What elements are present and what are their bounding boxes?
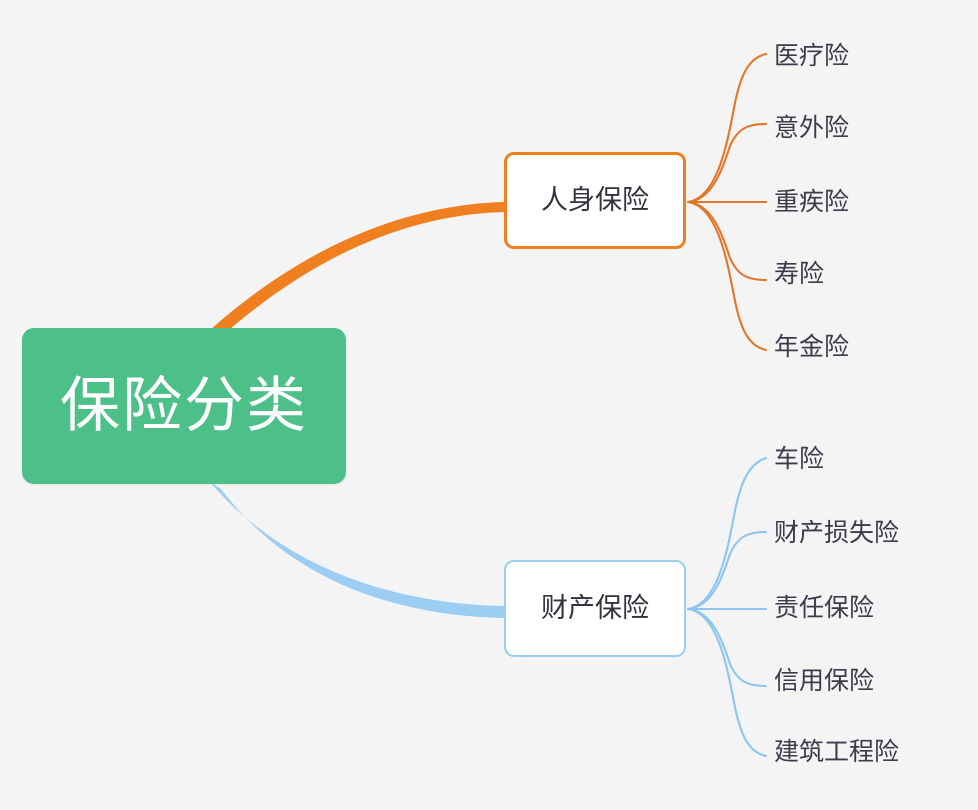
leaf-property-2[interactable]: 财产损失险 [774,519,900,547]
leaf-property-5[interactable]: 建筑工程险 [774,738,900,766]
branch-node-property-insurance[interactable]: 财产保险 [504,560,686,657]
leaf-property-4[interactable]: 信用保险 [774,667,875,695]
leaf-personal-4[interactable]: 寿险 [774,260,825,288]
leaf-property-3[interactable]: 责任保险 [774,594,875,622]
leaf-personal-1[interactable]: 医疗险 [774,42,850,70]
root-node[interactable]: 保险分类 [22,328,346,484]
leaf-personal-2[interactable]: 意外险 [774,114,850,142]
main-branch-property [210,482,504,618]
leaf-connectors-personal [686,52,768,352]
leaf-personal-5[interactable]: 年金险 [774,333,850,361]
branch-node-personal-label: 人身保险 [541,185,649,215]
root-node-label: 保险分类 [60,372,308,439]
leaf-connectors-property [686,456,768,758]
leaf-personal-3[interactable]: 重疾险 [774,188,850,216]
leaf-property-1[interactable]: 车险 [774,445,825,473]
branch-node-property-label: 财产保险 [541,593,649,623]
branch-node-personal-insurance[interactable]: 人身保险 [504,152,686,249]
main-branch-personal [210,202,504,336]
